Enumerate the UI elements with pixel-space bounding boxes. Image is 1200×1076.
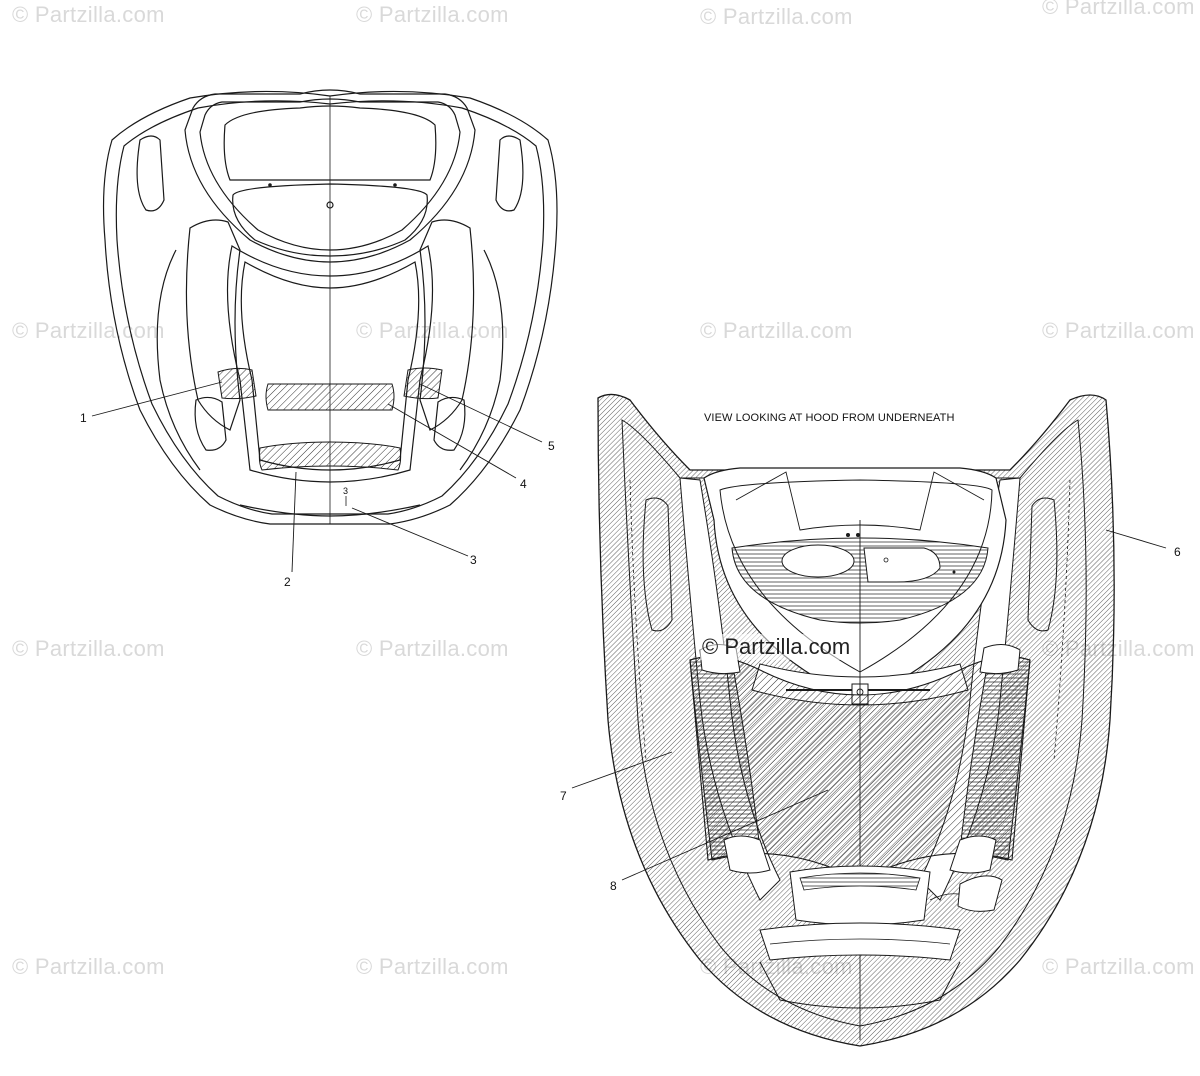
leader-lines-top <box>91 381 543 573</box>
callout-6: 6 <box>1174 545 1181 559</box>
decal-1 <box>217 367 257 400</box>
watermark: © Partzilla.com <box>12 2 165 27</box>
view-caption: VIEW LOOKING AT HOOD FROM UNDERNEATH <box>704 412 955 424</box>
decal-4 <box>265 383 395 411</box>
watermark: © Partzilla.com <box>700 634 853 660</box>
watermark: © Partzilla.com <box>700 318 853 343</box>
callout-2: 2 <box>284 575 291 589</box>
callout-3: 3 <box>470 553 477 567</box>
decal-5 <box>403 367 443 400</box>
callout-5: 5 <box>548 439 555 453</box>
hood-underside-view <box>597 393 1115 1047</box>
callout-8: 8 <box>610 879 617 893</box>
watermark: © Partzilla.com <box>356 954 509 979</box>
small-part-mark: 3 <box>343 486 348 496</box>
watermark: © Partzilla.com <box>12 954 165 979</box>
watermark: © Partzilla.com <box>356 2 509 27</box>
watermark: © Partzilla.com <box>700 4 853 29</box>
callout-4: 4 <box>520 477 527 491</box>
callout-7: 7 <box>560 789 567 803</box>
decal-2 <box>258 441 402 471</box>
watermark: © Partzilla.com <box>356 636 509 661</box>
watermark: © Partzilla.com <box>1042 0 1195 19</box>
watermark: © Partzilla.com <box>12 318 165 343</box>
watermark: © Partzilla.com <box>12 636 165 661</box>
watermark: © Partzilla.com <box>1042 954 1195 979</box>
watermark: © Partzilla.com <box>356 318 509 343</box>
callout-1: 1 <box>80 411 87 425</box>
leader-lines-bottom <box>571 529 1167 881</box>
watermark: © Partzilla.com <box>1042 318 1195 343</box>
